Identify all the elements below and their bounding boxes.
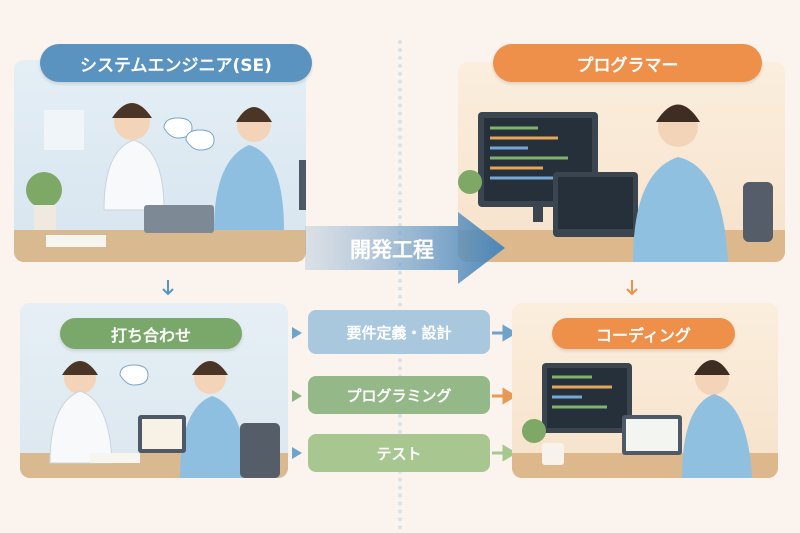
coding-task-label: コーディング: [552, 318, 735, 349]
coding-illustration: [512, 360, 778, 478]
center-divider: [398, 40, 402, 530]
programmer-coding-illustration: [458, 104, 785, 262]
programmer-role-label: プログラマー: [493, 44, 762, 82]
se-illustration-panel: [14, 60, 306, 262]
programmer-illustration-panel: [458, 62, 785, 262]
process-arrow-label: 開発工程: [350, 238, 434, 262]
se-role-label: システムエンジニア(SE): [40, 44, 312, 82]
step-testing: テスト: [308, 434, 490, 472]
down-arrow-icon: [626, 280, 638, 296]
se-meeting-illustration: [14, 103, 306, 262]
meeting-task-label: 打ち合わせ: [60, 318, 242, 349]
down-arrow-icon: [162, 280, 174, 296]
step-programming: プログラミング: [308, 376, 490, 414]
meeting-illustration: [20, 361, 288, 478]
step-requirements-design: 要件定義・設計: [308, 310, 490, 354]
